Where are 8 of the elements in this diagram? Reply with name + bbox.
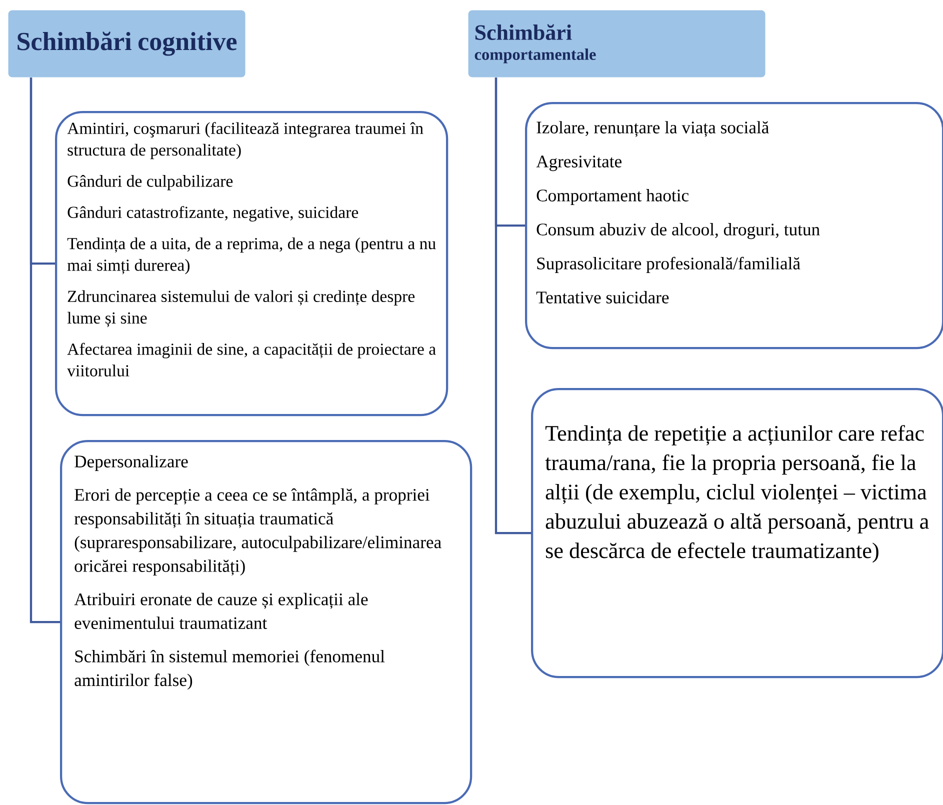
rounded-box: Izolare, renunțare la viața socială Agresivitate Comportament haotic Consum abuziv de alcool, droguri, tutun Suprasolicitare profesională/familială Tentative suicidare [525, 102, 943, 350]
heading-box: Schimbări comportamentale [468, 10, 766, 78]
connector-line [30, 78, 60, 624]
rounded-box: Amintiri, coşmaruri (facilitează integrarea traumei în structura de personalitate) Gânduri de culpabilizare Gânduri catastrofizante, negative, suicidare Tendința de a uita, de a reprima, de a nega (pentru a nu mai simți durerea) Zdruncinarea sistemului de valori și credințe despre lume și sine Afectarea imaginii de sine, a capacității de proiectare a viitorului [55, 111, 448, 416]
rounded-box: Depersonalizare Erori de percepție a ceea ce se întâmplă, a propriei responsabilități în situația traumatică (supraresponsabilizare, autoculpabilizare/eliminarea oricărei responsabilități) Atribuiri eronate de cauze și explicații ale evenimentului traumatizant Schimbări în sistemul memoriei (fenomenul amintirilor false) [60, 440, 472, 804]
rounded-box: Tendința de repetiție a acțiunilor care refac trauma/rana, fie la propria persoană, fie la alții (de exemplu, ciclul violenței – victima abuzului abuzează o altă persoană, pentru a se descărca de efectele traumatizante) [531, 388, 943, 678]
connector-line [494, 78, 531, 534]
heading-box: Schimbări cognitive [8, 10, 246, 78]
